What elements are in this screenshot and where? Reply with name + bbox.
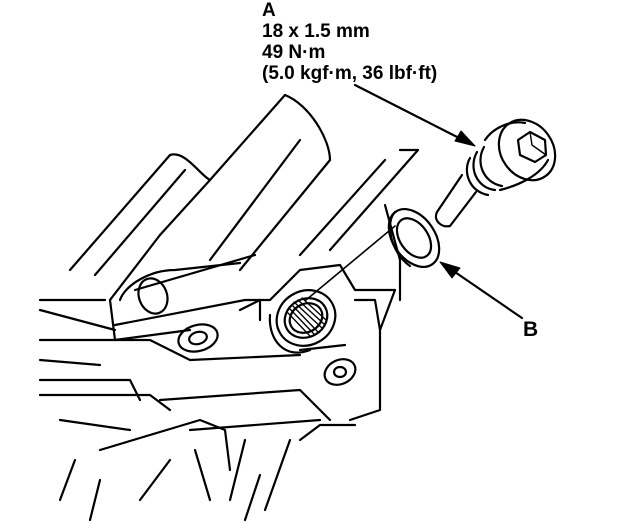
arrowhead-a [454, 130, 476, 147]
leader-line-b [450, 268, 524, 320]
drain-hole [268, 289, 337, 354]
leader-line-a [353, 83, 465, 142]
torque-nm-spec: 49 N·m [262, 42, 326, 63]
bolt-size-spec: 18 x 1.5 mm [262, 21, 370, 42]
alignment-line [305, 225, 396, 301]
torque-alt-spec: (5.0 kgf·m, 36 lbf·ft) [262, 63, 438, 84]
callout-b-letter: B [523, 318, 539, 341]
callout-a-letter: A [262, 0, 276, 21]
leader-lines [305, 83, 524, 320]
transmission-housing [38, 93, 420, 522]
callout-a: A 18 x 1.5 mm 49 N·m (5.0 kgf·m, 36 lbf·… [262, 0, 437, 84]
arrowhead-b [439, 261, 461, 279]
sealing-washer [387, 208, 441, 268]
drain-bolt [434, 118, 557, 228]
